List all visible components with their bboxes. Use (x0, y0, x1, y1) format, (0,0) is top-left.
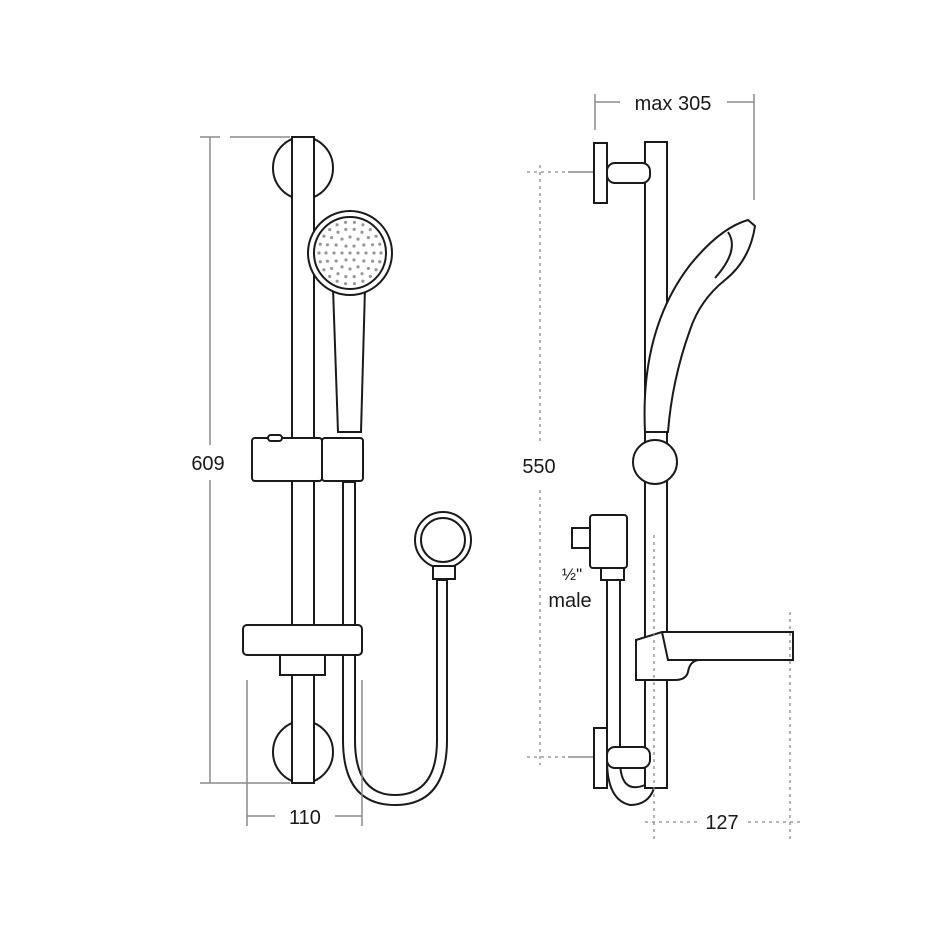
slider-button[interactable] (267, 434, 283, 442)
bottom-bracket-arm (606, 746, 651, 769)
nozzle (348, 251, 352, 255)
handset-handle (331, 287, 367, 433)
handset-face-side (714, 231, 733, 279)
handset-nozzles (317, 220, 383, 286)
soap-dish-mount (279, 654, 326, 676)
nozzle (325, 259, 330, 263)
nozzle (324, 251, 328, 255)
dim-label-110: 110 (289, 807, 321, 829)
top-bracket-arm (606, 162, 651, 184)
nozzle (352, 244, 356, 248)
nozzle (348, 267, 352, 271)
nozzle (318, 242, 322, 246)
nozzle (340, 251, 344, 255)
nozzle (328, 227, 332, 232)
wall-outlet-nut-side (600, 567, 625, 581)
nozzle (370, 259, 375, 263)
nozzle (361, 279, 365, 283)
top-bracket-plate (593, 142, 608, 204)
wall-outlet (414, 511, 472, 569)
nozzle (332, 251, 336, 255)
nozzle (378, 242, 382, 246)
nozzle (352, 220, 357, 224)
handset-side (643, 218, 757, 433)
nozzle (360, 272, 364, 276)
handset-face (313, 216, 387, 290)
front-view: 609 110 (191, 136, 472, 829)
nozzle (340, 265, 344, 269)
nozzle (334, 259, 338, 263)
slider-clamp[interactable] (251, 437, 323, 482)
wall-outlet-side (589, 514, 628, 569)
nozzle (343, 220, 348, 224)
nozzle (352, 282, 357, 286)
wall-outlet-inner (420, 517, 466, 563)
dim-label-max-305: max 305 (635, 93, 712, 115)
nozzle (356, 251, 360, 255)
nozzle (360, 230, 364, 234)
nozzle (352, 258, 356, 262)
nozzle (322, 268, 326, 272)
nozzle (334, 243, 338, 247)
nozzle (336, 272, 340, 276)
handset-holder[interactable] (321, 437, 364, 482)
nozzle (379, 251, 383, 255)
nozzle (368, 274, 372, 279)
soap-dish-side (635, 631, 794, 681)
bottom-bracket-plate (593, 727, 608, 789)
nozzle (322, 234, 326, 238)
soap-dish (242, 624, 363, 656)
dim-label-550: 550 (522, 456, 555, 478)
nozzle (378, 260, 382, 264)
nozzle (352, 275, 356, 279)
nozzle (344, 244, 348, 248)
nozzle (335, 279, 339, 283)
soap-dish-side-detail (661, 631, 700, 661)
nozzle (372, 251, 376, 255)
outlet-thread (571, 527, 591, 549)
nozzle (330, 266, 334, 271)
wall-outlet-nut (432, 565, 456, 580)
nozzle (343, 282, 348, 286)
nozzle (361, 223, 365, 227)
nozzle (344, 227, 348, 231)
nozzle (362, 243, 366, 247)
nozzle (370, 243, 375, 247)
nozzle (325, 243, 330, 247)
nozzle (336, 230, 340, 234)
side-view: max 305 550 ½" male 127 (522, 93, 800, 840)
nozzle (344, 275, 348, 279)
nozzle (344, 258, 348, 262)
nozzle (374, 234, 378, 238)
dim-label-127: 127 (705, 812, 738, 834)
nozzle (348, 235, 352, 239)
nozzle (335, 223, 339, 227)
nozzle (318, 260, 322, 264)
nozzle (366, 266, 370, 271)
nozzle (364, 251, 368, 255)
dim-label-609: 609 (191, 453, 224, 475)
nozzle (328, 274, 332, 279)
slider-knob-side[interactable] (632, 439, 678, 485)
nozzle (366, 235, 370, 240)
nozzle (368, 227, 372, 232)
nozzle (356, 265, 360, 269)
outlet-size-label: ½" (562, 565, 582, 584)
nozzle (374, 268, 378, 272)
nozzle (362, 259, 366, 263)
nozzle (330, 235, 334, 240)
nozzle (340, 237, 344, 241)
nozzle (352, 227, 356, 231)
nozzle (356, 237, 360, 241)
nozzle (317, 251, 321, 255)
outlet-type-label: male (548, 590, 591, 612)
